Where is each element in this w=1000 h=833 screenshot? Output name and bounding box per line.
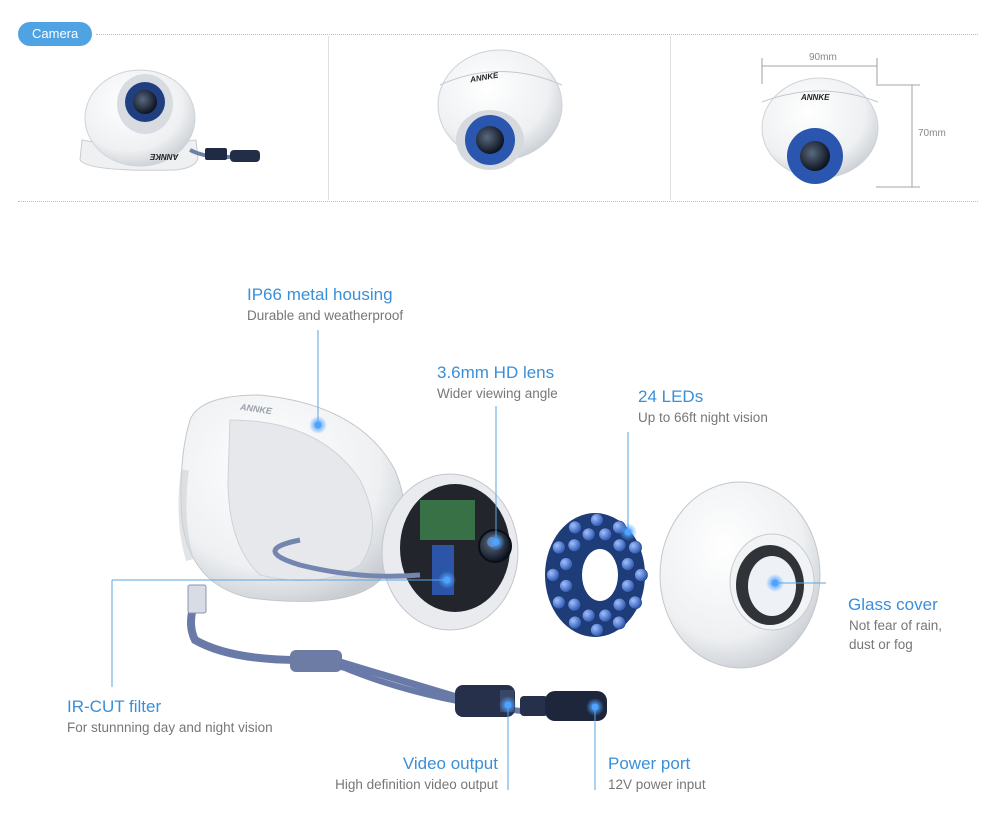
ircut-title: IR-CUT filter	[67, 697, 162, 716]
glass-cover	[659, 481, 821, 669]
lens-module	[381, 473, 519, 631]
led	[581, 527, 596, 542]
bottom-divider	[18, 201, 978, 202]
led	[552, 595, 566, 610]
lens-title: 3.6mm HD lens	[437, 363, 555, 382]
video-title: Video output	[402, 754, 498, 773]
housing-title: IP66 metal housing	[247, 285, 393, 304]
led	[568, 615, 582, 630]
led	[598, 527, 613, 542]
housing-subtitle: Durable and weatherproof	[247, 308, 404, 323]
led	[568, 520, 582, 535]
camera-thumbnail-side	[79, 69, 260, 171]
height-dimension-label: 70mm	[918, 128, 946, 139]
led	[552, 540, 566, 555]
callout-dots	[309, 416, 784, 716]
led	[612, 597, 627, 612]
width-dimension-label: 90mm	[809, 52, 837, 63]
camera-thumbnail-dimensions	[761, 58, 920, 188]
glass-subtitle-line2: dust or fog	[849, 637, 913, 652]
panel-separator-1	[328, 36, 329, 200]
led	[621, 579, 635, 593]
lens-subtitle: Wider viewing angle	[437, 386, 558, 401]
glass-subtitle-line1: Not fear of rain,	[849, 618, 943, 633]
glass-title: Glass cover	[848, 595, 938, 614]
led	[581, 608, 596, 623]
led-ring	[545, 513, 648, 637]
video-subtitle: High definition video output	[335, 777, 498, 792]
leds-title: 24 LEDs	[638, 387, 704, 406]
led	[590, 513, 604, 527]
callout-lines	[111, 330, 826, 790]
led	[612, 615, 626, 630]
led	[559, 579, 573, 593]
led	[628, 595, 642, 610]
brand-logo-thumb-3: ANNKE	[801, 93, 830, 102]
led	[546, 568, 560, 582]
power-title: Power port	[608, 754, 691, 773]
led	[598, 608, 613, 623]
power-subtitle: 12V power input	[608, 777, 706, 792]
led	[634, 568, 648, 582]
led	[612, 538, 627, 553]
led	[621, 557, 635, 571]
camera-thumbnail-front	[437, 49, 563, 170]
brand-logo-thumb-1: ANNKE	[150, 152, 179, 161]
led	[567, 538, 582, 553]
led	[567, 597, 582, 612]
top-divider	[96, 34, 978, 35]
metal-housing	[178, 394, 406, 602]
ircut-subtitle: For stunnning day and night vision	[67, 720, 273, 735]
panel-separator-2	[670, 36, 671, 200]
led	[590, 623, 604, 637]
led	[628, 540, 642, 555]
section-pill: Camera	[18, 22, 93, 46]
camera-cable	[187, 537, 531, 715]
led	[559, 557, 573, 571]
leds-subtitle: Up to 66ft night vision	[638, 410, 768, 425]
